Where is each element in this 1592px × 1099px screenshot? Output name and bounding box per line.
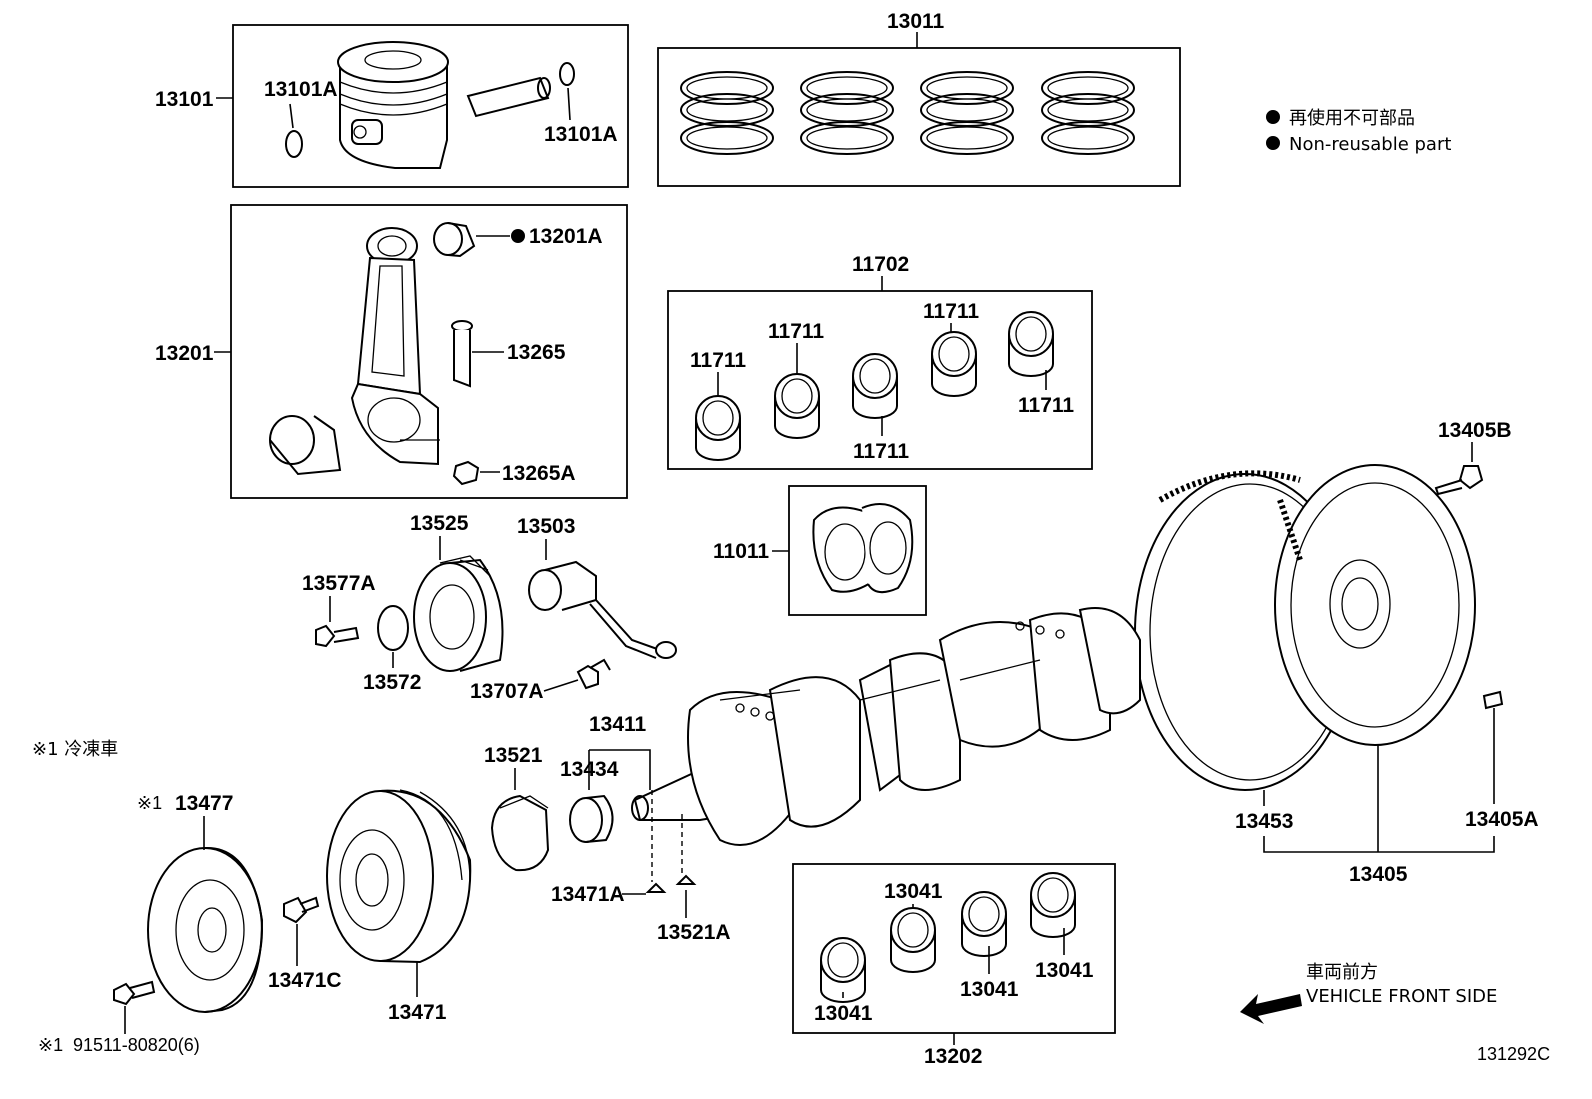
- label-13411: 13411: [589, 713, 647, 736]
- flywheel-group: 13405B 13453 13405A 13405: [1134, 419, 1539, 886]
- label-13041-b: 13041: [814, 1002, 873, 1025]
- piston-ring-group: 13011: [657, 10, 1181, 187]
- piston-pin-part: [466, 76, 551, 118]
- crank-gear-group: 13525 13503 13577A 13572 137: [302, 512, 677, 703]
- oil-pump-drive-part: [490, 794, 550, 872]
- key-13521A-part: [675, 874, 697, 885]
- label-13101A-right: 13101A: [544, 123, 618, 146]
- bolt-91511-part: [113, 980, 156, 1006]
- rod-nut-part: [452, 460, 480, 486]
- label-13101: 13101: [155, 88, 214, 111]
- gear-13434-part: [569, 794, 614, 843]
- option-mark: ※1: [137, 793, 162, 813]
- arrow-left-icon: [1240, 994, 1302, 1024]
- crankshaft-part: [631, 607, 1141, 846]
- bolt-13577A-part: [315, 624, 360, 648]
- label-13477: 13477: [175, 792, 233, 815]
- direction-jp: 車両前方: [1306, 962, 1378, 983]
- option-mark-2: ※1: [38, 1035, 63, 1055]
- label-13405A: 13405A: [1465, 808, 1539, 831]
- label-11711-d: 11711: [923, 300, 979, 323]
- label-13405: 13405: [1349, 863, 1408, 886]
- option-pulley-part: [147, 846, 264, 1013]
- label-91511: 91511-80820(6): [73, 1035, 200, 1055]
- piston-ring-box: [657, 47, 1181, 187]
- label-13453: 13453: [1235, 810, 1293, 833]
- label-13041-d: 13041: [1035, 959, 1094, 982]
- label-13101A-left: 13101A: [264, 78, 338, 101]
- label-11702: 11702: [852, 253, 909, 276]
- key-13471A-part: [645, 882, 667, 893]
- bolt-13707A-part: [576, 658, 611, 690]
- main-bearing-group: 11702 11711 11711 11711 11711 11711: [667, 253, 1093, 470]
- label-13471A: 13471A: [551, 883, 625, 906]
- label-13201A: 13201A: [529, 225, 603, 248]
- label-11711-c: 11711: [853, 440, 909, 463]
- front-parts-group: 13411 13434 13521 13471A 13521A 1347: [32, 713, 731, 1055]
- thrust-washer-group: 11011: [713, 485, 927, 616]
- label-11711-e: 11711: [1018, 394, 1074, 417]
- label-13577A: 13577A: [302, 572, 376, 595]
- legend-en: Non-reusable part: [1289, 134, 1451, 155]
- small-end-bush-part: [433, 222, 476, 258]
- snap-ring-right: [559, 62, 575, 86]
- label-13471: 13471: [388, 1001, 447, 1024]
- label-13434: 13434: [560, 758, 619, 781]
- pulley-bolt-part: [283, 896, 320, 924]
- label-11711-b: 11711: [768, 320, 824, 343]
- label-13041-a: 13041: [884, 880, 943, 903]
- timing-rotor-part: [413, 555, 504, 672]
- label-13521A: 13521A: [657, 921, 731, 944]
- label-13405B: 13405B: [1438, 419, 1512, 442]
- label-13265: 13265: [507, 341, 566, 364]
- non-reusable-icon: [511, 229, 525, 243]
- thrust-washer-part: [812, 503, 914, 594]
- piston-part: [337, 41, 449, 169]
- label-11711-a: 11711: [690, 349, 746, 372]
- label-13201: 13201: [155, 342, 214, 365]
- note-refrigerated: ※1 冷凍車: [32, 739, 118, 760]
- label-13041-c: 13041: [960, 978, 1019, 1001]
- label-13503: 13503: [517, 515, 575, 538]
- legend: 再使用不可部品 Non-reusable part: [1266, 108, 1451, 155]
- label-13265A: 13265A: [502, 462, 576, 485]
- main-bearing-box: [667, 290, 1093, 470]
- label-13707A: 13707A: [470, 680, 544, 703]
- label-13521: 13521: [484, 744, 543, 767]
- crank-sensor-part: [528, 560, 677, 659]
- bullet-icon: [1266, 136, 1280, 150]
- connecting-rod-part: [350, 227, 440, 466]
- connecting-rod-group: 13201 13201A 13265: [155, 204, 628, 499]
- crank-bearing-group: 13041 13041 13041 13041 13202: [792, 863, 1116, 1068]
- washer-13572-part: [377, 605, 409, 651]
- bullet-icon: [1266, 110, 1280, 124]
- snap-ring-left: [285, 130, 303, 158]
- legend-jp: 再使用不可部品: [1289, 108, 1415, 129]
- label-11011: 11011: [713, 540, 769, 563]
- flywheel-bolt-part: [1434, 465, 1484, 496]
- label-13202: 13202: [924, 1045, 982, 1068]
- rod-bolt-part: [451, 320, 473, 388]
- piston-box: [232, 24, 629, 188]
- label-13011: 13011: [887, 10, 945, 33]
- direction-en: VEHICLE FRONT SIDE: [1306, 986, 1497, 1007]
- label-13572: 13572: [363, 671, 421, 694]
- label-13471C: 13471C: [268, 969, 342, 992]
- figure-id: 131292C: [1477, 1044, 1550, 1064]
- crank-pulley-part: [326, 789, 472, 964]
- piston-group: 13101 13101A 13101A: [155, 24, 629, 188]
- direction-indicator: 車両前方 VEHICLE FRONT SIDE: [1240, 962, 1497, 1024]
- flywheel-part: [1274, 464, 1476, 746]
- dowel-pin-part: [1482, 690, 1504, 710]
- rod-bearing-part: [269, 415, 342, 476]
- label-13525: 13525: [410, 512, 469, 535]
